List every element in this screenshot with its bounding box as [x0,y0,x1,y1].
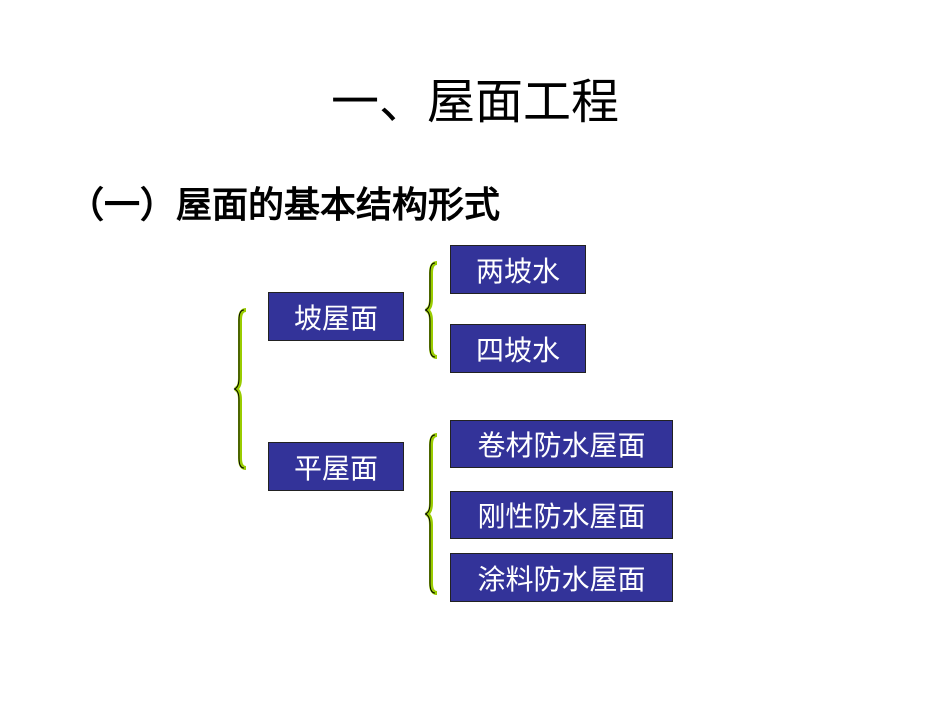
slide-title: 一、屋面工程 [330,74,619,130]
node-four-slope: 四坡水 [450,324,586,373]
node-two-slope: 两坡水 [450,245,586,294]
node-flat-roof: 平屋面 [268,442,404,491]
node-coating-roof: 涂料防水屋面 [450,553,673,602]
node-slope-roof: 坡屋面 [268,292,404,341]
brace-slope [424,261,438,359]
node-rigid-roof: 刚性防水屋面 [450,491,673,539]
brace-root [233,308,247,470]
node-membrane-roof: 卷材防水屋面 [450,420,673,468]
section-subtitle: （一）屋面的基本结构形式 [68,185,501,226]
brace-flat [424,433,438,595]
